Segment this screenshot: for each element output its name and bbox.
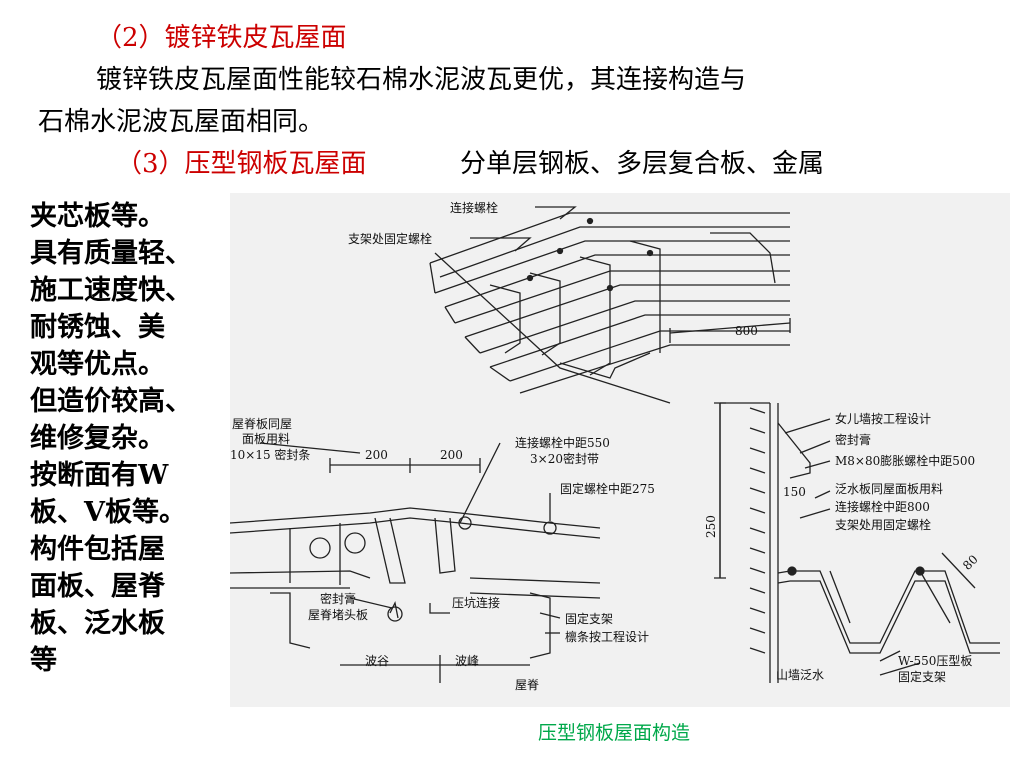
paragraph-line-1: 镀锌铁皮瓦屋面性能较石棉水泥波瓦更优，其连接构造与 — [96, 65, 747, 95]
side-line: 板、V板等。 — [30, 497, 186, 528]
label-support-bolt: 支架处固定螺栓 — [348, 231, 432, 246]
side-line: 耐锈蚀、美 — [30, 312, 165, 343]
label-flashing: 泛水板同屋面板用料 — [835, 482, 943, 496]
flashing-detail-drawing — [714, 402, 1000, 683]
label-sealant-2: 密封膏 — [835, 432, 871, 447]
label-ridge-plug: 屋脊堵头板 — [308, 608, 368, 622]
label-support: 固定支架 — [898, 669, 946, 684]
dim-150: 150 — [783, 485, 806, 499]
label-ridge: 屋脊 — [515, 678, 539, 692]
label-crest: 波峰 — [455, 654, 479, 668]
dim-left: 200 — [365, 448, 388, 462]
dim-250: 250 — [704, 515, 718, 538]
side-line: 维修复杂。 — [30, 423, 165, 454]
label-support-bolt-2: 支架处用固定螺栓 — [835, 517, 931, 532]
label-seal-tape: 3×20密封带 — [530, 451, 599, 466]
label-w550: W-550压型板 — [898, 654, 972, 668]
side-line: 板、泛水板 — [30, 608, 165, 639]
label-valley: 波谷 — [365, 654, 389, 668]
figure-drawing: 连接螺栓 支架处固定螺栓 800 屋脊板同屋 面板用料 10×15 密封条 20… — [230, 200, 1000, 692]
label-press: 压坑连接 — [452, 595, 500, 610]
side-line: 构件包括屋 — [30, 534, 165, 565]
side-line: 按断面有W — [30, 460, 169, 491]
label-parapet: 女儿墙按工程设计 — [835, 411, 931, 426]
label-conn-bolt: 连接螺栓中距800 — [835, 499, 930, 514]
ridge-detail-drawing — [230, 442, 601, 683]
side-line: 面板、屋脊 — [30, 571, 165, 602]
label-bolt: 连接螺栓 — [450, 200, 498, 215]
side-line: 具有质量轻、 — [30, 238, 192, 269]
isometric-roof-drawing — [429, 206, 791, 404]
side-line: 观等优点。 — [30, 349, 165, 380]
label-gable: 山墙泛水 — [776, 668, 824, 682]
section-intro-3: 分单层钢板、多层复合板、金属 — [460, 149, 825, 179]
label-expansion-bolt: M8×80膨胀螺栓中距500 — [835, 453, 975, 468]
side-line: 等 — [30, 645, 57, 676]
side-line: 但造价较高、 — [30, 386, 192, 417]
label-bolt-spacing: 连接螺栓中距550 — [515, 435, 610, 450]
label-purlin: 檩条按工程设计 — [565, 629, 649, 644]
side-line: 施工速度快、 — [30, 275, 192, 306]
dim-80: 80 — [960, 552, 981, 573]
side-description: 夹芯板等。 具有质量轻、 施工速度快、 耐锈蚀、美 观等优点。 但造价较高、 维… — [30, 198, 230, 679]
figure-caption: 压型钢板屋面构造 — [538, 722, 691, 744]
label-fixed-bolt: 固定螺栓中距275 — [560, 481, 655, 496]
dim-800: 800 — [735, 324, 758, 338]
label-ridge-board: 屋脊板同屋 — [232, 417, 292, 431]
label-seal-strip: 10×15 密封条 — [230, 447, 310, 462]
roof-construction-figure: 连接螺栓 支架处固定螺栓 800 屋脊板同屋 面板用料 10×15 密封条 20… — [230, 193, 1010, 707]
section-heading-3: （3）压型钢板瓦屋面 — [116, 149, 367, 179]
section-heading-2: （2）镀锌铁皮瓦屋面 — [96, 23, 347, 53]
label-ridge-board-2: 面板用料 — [242, 432, 290, 446]
dim-right: 200 — [440, 448, 463, 462]
label-fixed-support: 固定支架 — [565, 611, 613, 626]
label-sealant: 密封膏 — [320, 591, 356, 606]
paragraph-line-2: 石棉水泥波瓦屋面相同。 — [38, 107, 325, 137]
side-line: 夹芯板等。 — [30, 201, 165, 232]
